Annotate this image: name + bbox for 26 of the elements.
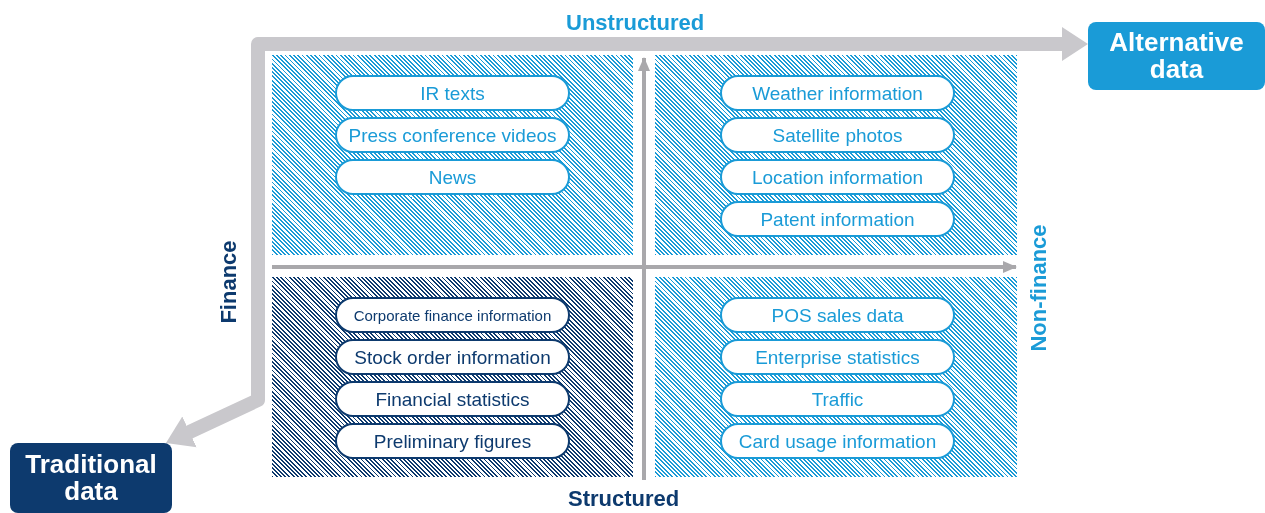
axis-label: Structured bbox=[568, 486, 680, 512]
category-pill: Enterprise statistics bbox=[720, 339, 955, 375]
category-pill: IR texts bbox=[335, 75, 570, 111]
category-pill: Preliminary figures bbox=[335, 423, 570, 459]
axis-label: Non-finance bbox=[1026, 224, 1052, 352]
axis-label: Unstructured bbox=[566, 10, 705, 36]
data-type-box: Traditional data bbox=[10, 443, 172, 513]
category-pill: POS sales data bbox=[720, 297, 955, 333]
data-type-box: Alternative data bbox=[1088, 22, 1265, 90]
category-pill: Card usage information bbox=[720, 423, 955, 459]
category-pill: Financial statistics bbox=[335, 381, 570, 417]
category-pill: Traffic bbox=[720, 381, 955, 417]
category-pill: Location information bbox=[720, 159, 955, 195]
category-pill: Press conference videos bbox=[335, 117, 570, 153]
category-pill: Weather information bbox=[720, 75, 955, 111]
category-pill: Corporate finance information bbox=[335, 297, 570, 333]
category-pill: News bbox=[335, 159, 570, 195]
quadrant-panel bbox=[655, 55, 1017, 255]
arrow bbox=[165, 27, 1088, 448]
category-pill: Patent information bbox=[720, 201, 955, 237]
quadrant-panel bbox=[655, 277, 1017, 477]
category-pill: Satellite photos bbox=[720, 117, 955, 153]
category-pill: Stock order information bbox=[335, 339, 570, 375]
quadrant-panel bbox=[272, 55, 633, 255]
axis-label: Finance bbox=[216, 240, 242, 324]
quadrant-panel bbox=[272, 277, 633, 477]
